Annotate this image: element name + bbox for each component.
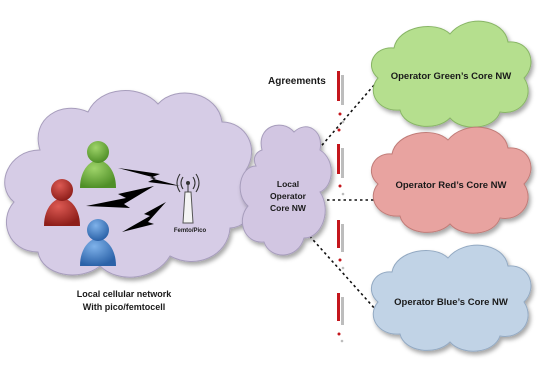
femto-pico-label: Femto/Pico bbox=[174, 228, 207, 234]
operator-red-cloud bbox=[371, 126, 532, 234]
agreement-marker bbox=[337, 293, 344, 343]
agreement-marker bbox=[337, 220, 345, 270]
operator-green-label: Operator Green’s Core NW bbox=[391, 71, 512, 82]
agreement-marker bbox=[337, 144, 345, 196]
operator-red-label: Operator Red’s Core NW bbox=[395, 180, 506, 191]
local-core-label-line2: Operator bbox=[270, 191, 307, 201]
operator-blue-label: Operator Blue’s Core NW bbox=[394, 297, 508, 308]
local-core-label-line3: Core NW bbox=[270, 203, 307, 213]
local-core-label-line1: Local bbox=[277, 179, 299, 189]
local-network-caption-line1: Local cellular network bbox=[77, 289, 173, 299]
user-red bbox=[44, 179, 80, 226]
operator-green-cloud bbox=[371, 20, 532, 128]
agreements-label: Agreements bbox=[268, 76, 326, 87]
local-network-cloud bbox=[4, 90, 259, 278]
local-network-caption-line2: With pico/femtocell bbox=[83, 302, 165, 312]
femto-pico-cell-icon bbox=[176, 173, 200, 224]
agreement-marker bbox=[337, 71, 345, 132]
operator-blue-cloud bbox=[371, 244, 532, 352]
link-to-blue bbox=[305, 231, 377, 311]
local-core-cloud bbox=[239, 124, 332, 256]
user-blue bbox=[80, 219, 116, 266]
lightning-icon bbox=[122, 202, 166, 232]
lightning-icon bbox=[86, 186, 154, 208]
user-green bbox=[80, 141, 116, 188]
radio-links bbox=[86, 168, 180, 232]
agreement-markers bbox=[337, 71, 345, 343]
